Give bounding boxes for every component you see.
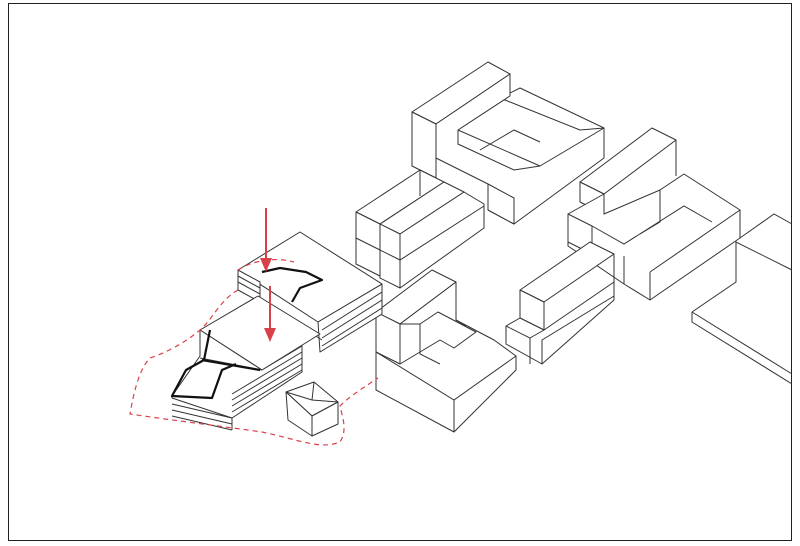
site-boundary (129, 289, 379, 446)
courtyard-block-center (375, 269, 517, 433)
down-arrow-icon (264, 286, 276, 342)
stepped-block (505, 241, 615, 365)
courtyard-block-east (567, 127, 741, 301)
block-far-east (691, 213, 793, 385)
site-boundary-upper (237, 258, 295, 271)
small-house (285, 381, 339, 437)
courtyard-block-north (411, 61, 605, 225)
slab-blocks (355, 169, 485, 289)
down-arrow-icon (260, 208, 272, 272)
proposed-building (170, 231, 383, 431)
